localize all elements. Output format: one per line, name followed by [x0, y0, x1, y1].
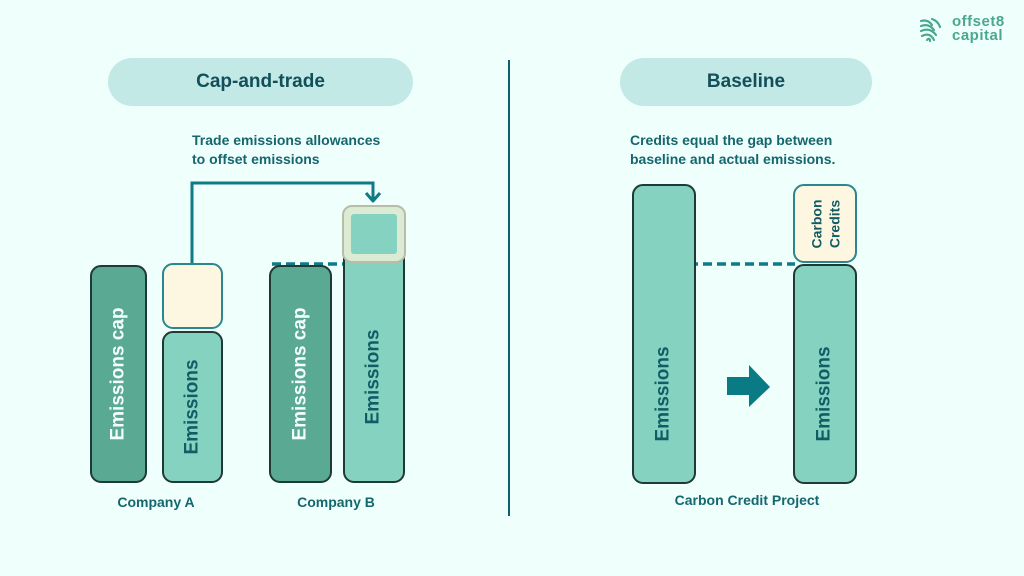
company-b-emissions-cap-bar: Emissions cap: [269, 265, 332, 483]
company-a-emissions-bar: Emissions: [162, 331, 223, 483]
company-b-label: Company B: [297, 494, 375, 510]
purchased-allowance-box: [342, 205, 406, 263]
caption-line-2: to offset emissions: [192, 151, 320, 167]
company-a-emissions-cap-bar: Emissions cap: [90, 265, 147, 483]
credits-line-2: Credits: [826, 199, 842, 248]
cap-and-trade-title: Cap-and-trade: [108, 58, 413, 106]
project-emissions-bar: Emissions: [793, 264, 857, 484]
project-emissions-label: Emissions: [814, 346, 836, 442]
baseline-emissions-bar: Emissions: [632, 184, 696, 484]
company-a-emissions-label: Emissions: [181, 359, 203, 455]
logo-line-2: capital: [952, 27, 1004, 44]
company-a-surplus-allowance: [162, 263, 223, 329]
logo: offset8 capital: [918, 13, 1005, 44]
baseline-emissions-label: Emissions: [653, 346, 675, 442]
caption-line-1: Trade emissions allowances: [192, 132, 381, 148]
caption-line-1: Credits equal the gap between: [630, 132, 833, 148]
section-divider: [508, 60, 510, 516]
logo-text: offset8 capital: [952, 13, 1005, 44]
caption-line-2: baseline and actual emissions.: [630, 151, 836, 167]
credits-line-1: Carbon: [808, 199, 824, 248]
company-a-cap-label: Emissions cap: [107, 307, 129, 441]
carbon-credits-label: Carbon Credits: [807, 199, 843, 248]
trade-arrow-line: [190, 181, 375, 264]
purchased-allowance-fill: [351, 214, 397, 254]
baseline-caption: Credits equal the gap between baseline a…: [630, 131, 835, 169]
arrow-head-icon: [364, 192, 382, 203]
cap-and-trade-caption: Trade emissions allowances to offset emi…: [192, 131, 380, 169]
company-a-label: Company A: [117, 494, 195, 510]
logo-line-1: offset8: [952, 13, 1005, 30]
right-arrow-icon: [727, 365, 770, 407]
baseline-title: Baseline: [620, 58, 872, 106]
company-b-emissions-label: Emissions: [363, 328, 385, 425]
company-b-cap-label: Emissions cap: [289, 307, 311, 441]
carbon-credit-project-label: Carbon Credit Project: [674, 492, 820, 508]
fingerprint-swirl-icon: [919, 17, 942, 43]
carbon-credits-box: Carbon Credits: [793, 184, 857, 263]
